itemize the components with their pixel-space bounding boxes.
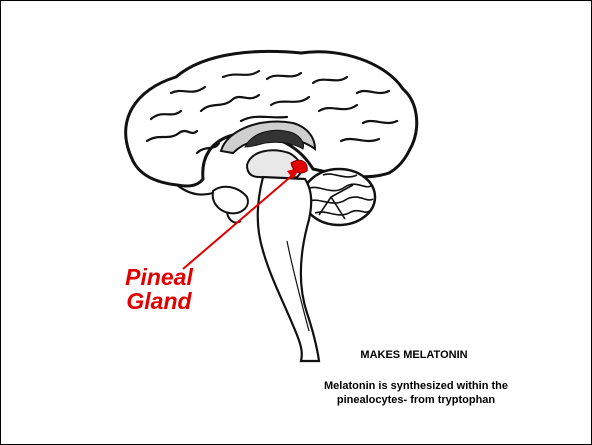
brainstem (258, 177, 319, 361)
caption-heading: MAKES MELATONIN (319, 349, 509, 361)
cerebellum (303, 169, 375, 225)
optic-region (213, 187, 248, 214)
pineal-gland-label: Pineal Gland (109, 265, 209, 313)
label-line-1: Pineal (109, 265, 209, 289)
label-line-2: Gland (109, 289, 209, 313)
caption-body-line-2: pinealocytes- from tryptophan (296, 393, 536, 407)
caption-body: Melatonin is synthesized within the pine… (296, 379, 536, 407)
caption-body-line-1: Melatonin is synthesized within the (296, 379, 536, 393)
